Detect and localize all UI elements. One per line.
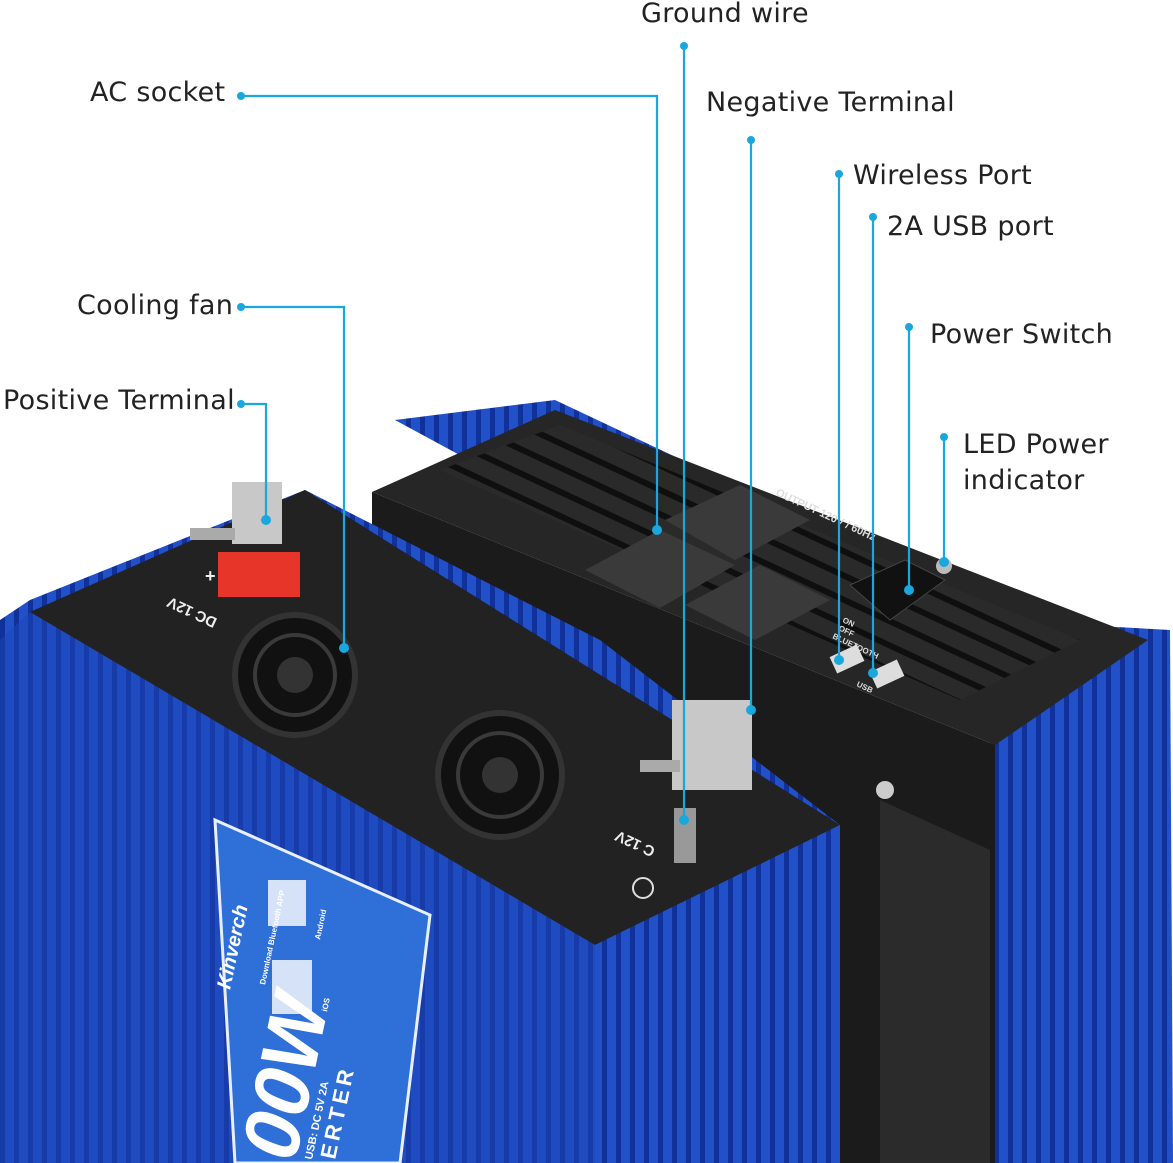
usb-slot xyxy=(869,659,905,689)
front-top-plate xyxy=(30,490,840,945)
qr-android xyxy=(268,880,306,926)
label-ac-socket: AC socket xyxy=(90,77,226,108)
cooling-fan-leader xyxy=(241,305,346,648)
ac-socket-2 xyxy=(665,485,810,560)
qr-ios xyxy=(272,960,312,1014)
cooling-fan-1 xyxy=(232,612,358,738)
label-power-switch: Power Switch xyxy=(930,319,1114,350)
label-cooling-fan: Cooling fan xyxy=(77,290,234,321)
svg-text:+: + xyxy=(205,566,216,586)
callout-dots xyxy=(237,42,949,825)
cooling-fan-2 xyxy=(435,710,565,840)
ground-symbol xyxy=(632,877,654,899)
label-led-line1: LED Power xyxy=(963,429,1109,460)
label-usb-port: 2A USB port xyxy=(887,211,1054,242)
ac-socket-leader xyxy=(241,94,659,530)
front-unit: DC 12V + C 12V Kinverch Download Bluetoo… xyxy=(0,482,840,1163)
negative-terminal xyxy=(640,700,752,790)
callout-lines xyxy=(241,46,946,820)
svg-text:iOS: iOS xyxy=(320,996,332,1012)
ac-socket-1 xyxy=(585,530,735,608)
label-wireless-port: Wireless Port xyxy=(853,160,1032,191)
ac-socket-3 xyxy=(685,565,830,640)
positive-terminal-leader xyxy=(241,402,268,520)
label-led-line2: indicator xyxy=(963,465,1085,496)
label-ground-wire: Ground wire xyxy=(641,0,809,29)
label-negative-terminal: Negative Terminal xyxy=(706,87,955,118)
right-fins xyxy=(990,620,1173,1163)
positive-terminal xyxy=(190,482,300,597)
wireless-usb-slot xyxy=(829,644,865,674)
label-positive-terminal: Positive Terminal xyxy=(3,385,235,416)
